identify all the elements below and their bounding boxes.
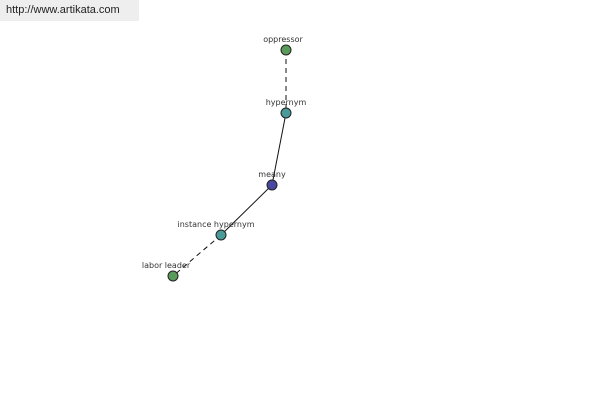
node-instance-hypernym[interactable]: instance hypernym [178, 220, 255, 241]
source-url-link[interactable]: http://www.artikata.com [6, 4, 120, 16]
node-label-instance-hypernym: instance hypernym [178, 220, 255, 229]
edge-instance-hypernym-to-labor-leader [172, 234, 222, 277]
edge-meany-to-instance-hypernym [220, 184, 273, 236]
node-hypernym[interactable]: hypernym [266, 98, 307, 119]
node-oppressor[interactable]: oppressor [263, 35, 304, 56]
node-circle-instance-hypernym[interactable] [215, 229, 227, 241]
node-label-meany: meany [258, 170, 286, 179]
node-circle-hypernym[interactable] [280, 107, 292, 119]
node-circle-oppressor[interactable] [280, 44, 292, 56]
node-label-labor-leader: labor leader [142, 261, 191, 270]
node-label-hypernym: hypernym [266, 98, 307, 107]
edges-layer [172, 50, 287, 277]
node-circle-labor-leader[interactable] [167, 270, 179, 282]
node-circle-meany[interactable] [266, 179, 278, 191]
edge-hypernym-to-meany [271, 112, 287, 186]
source-url-banner: http://www.artikata.com [0, 0, 139, 21]
node-meany[interactable]: meany [258, 170, 286, 191]
nodes-layer: oppressor hypernym meany instance hypernym l… [142, 35, 307, 282]
node-labor-leader[interactable]: labor leader [142, 261, 191, 282]
node-label-oppressor: oppressor [263, 35, 303, 44]
